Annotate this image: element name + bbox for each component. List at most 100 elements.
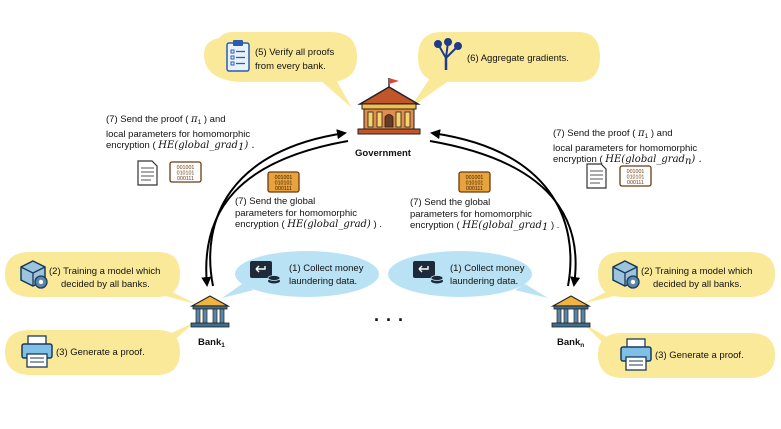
send-proof-right-prefix: (7) Send the proof ( (553, 128, 639, 139)
binary-chip-mid-left: 001001 010101 000111 (267, 171, 300, 193)
svg-text:010101: 010101 (177, 171, 195, 177)
pi-symbol-right: π (638, 128, 645, 139)
model-cube-icon-left (20, 260, 48, 289)
document-icon-right (586, 163, 607, 189)
grad-subscript-right: n (684, 156, 692, 167)
bank1-icon (189, 295, 231, 328)
verify-text: (5) Verify all proofs from every bank. (255, 47, 334, 72)
send-global-right-line2: parameters for homomorphic (410, 208, 532, 220)
bankn-subscript: n (580, 342, 585, 349)
data-terminal-icon-left (250, 261, 281, 284)
bankn-name: Bank (557, 337, 581, 348)
bubble-train-right (582, 252, 775, 304)
send-proof-right-suffix: ) and (648, 128, 673, 139)
aggregate-network-icon (434, 38, 462, 70)
send-proof-left-line3: encryption ( HE(global_grad1) . (106, 140, 255, 154)
data-terminal-icon-right (413, 261, 444, 284)
grad-subscript-left: 1 (237, 142, 245, 153)
send-global-left-enc-suffix: ) . (370, 219, 382, 230)
send-proof-left-enc-suffix: ) . (244, 140, 255, 151)
collect-left-line1: (1) Collect money (289, 263, 364, 274)
send-global-left-line1: (7) Send the global (235, 196, 316, 207)
he-global-grad-right: HE(global_grad (462, 220, 542, 231)
arrow-bankn-to-gov (430, 129, 572, 287)
model-cube-icon-right (612, 260, 640, 289)
send-proof-right-line1: (7) Send the proof ( π1 ) and (553, 128, 702, 143)
send-proof-left-line1: (7) Send the proof ( π1 ) and (106, 114, 255, 129)
svg-text:001001: 001001 (627, 169, 645, 175)
svg-text:010101: 010101 (627, 175, 645, 181)
svg-text:000111: 000111 (466, 186, 483, 192)
train-right-line2: decided by all banks. (653, 278, 742, 290)
printer-icon-right (620, 338, 652, 371)
he-global-grad-left: HE(global_grad) (287, 219, 371, 230)
aggregate-text: (6) Aggregate gradients. (467, 53, 569, 64)
send-global-left-line2: parameters for homomorphic (235, 207, 357, 219)
svg-text:010101: 010101 (466, 181, 484, 187)
government-icon (357, 78, 421, 135)
send-proof-right-line2: local parameters for homomorphic (553, 142, 698, 154)
send-global-right-enc-prefix: encryption ( (410, 220, 463, 231)
pi-subscript-right: 1 (644, 133, 649, 140)
verify-line1: (5) Verify all proofs (255, 47, 335, 58)
send-proof-text-left: (7) Send the proof ( π1 ) and local para… (106, 114, 255, 154)
collect-left-line2: laundering data. (289, 275, 358, 287)
send-global-right-enc-suffix: ) . (548, 220, 560, 231)
collect-text-right: (1) Collect money laundering data. (450, 263, 524, 287)
train-right-line1: (2) Training a model which (641, 266, 753, 277)
svg-text:000111: 000111 (177, 176, 194, 182)
bubble-train-left (5, 252, 196, 304)
send-proof-right-line3: encryption ( HE(global_gradn) . (553, 154, 702, 168)
collect-right-line2: laundering data. (450, 275, 519, 287)
send-global-text-right: (7) Send the global parameters for homom… (410, 197, 559, 234)
he-grad-left: HE(global_grad (158, 140, 238, 151)
proof-text-left: (3) Generate a proof. (56, 347, 145, 358)
train-left-line1: (2) Training a model which (49, 266, 161, 277)
send-global-right-line3: encryption ( HE(global_grad1 ) . (410, 220, 559, 234)
svg-text:001001: 001001 (275, 175, 293, 181)
document-icon-left (137, 160, 158, 186)
proof-text-right: (3) Generate a proof. (655, 350, 744, 361)
global-grad-subscript-right: 1 (541, 222, 549, 233)
send-proof-right-enc-prefix: encryption ( (553, 154, 606, 165)
binary-chip-top-right: 001001 010101 000111 (619, 165, 652, 187)
send-proof-right-enc-suffix: ) . (691, 154, 702, 165)
binary-chip-mid-right: 001001 010101 000111 (458, 171, 491, 193)
bank1-label: Bank1 (198, 337, 225, 349)
he-grad-right: HE(global_grad (605, 154, 685, 165)
bubble-proof-left (5, 322, 195, 375)
svg-text:001001: 001001 (466, 175, 484, 181)
send-proof-text-right: (7) Send the proof ( π1 ) and local para… (553, 128, 702, 168)
binary-chip-top-left: 001001 010101 000111 (169, 161, 202, 183)
ellipsis: . . . (374, 305, 405, 325)
svg-text:010101: 010101 (275, 181, 293, 187)
verify-line2: from every bank. (255, 60, 326, 72)
send-proof-left-enc-prefix: encryption ( (106, 140, 159, 151)
checklist-icon (226, 40, 250, 72)
bubble-aggregate (410, 32, 600, 108)
arrow-gov-to-bankn (429, 140, 581, 287)
send-global-text-left: (7) Send the global parameters for homom… (235, 196, 382, 231)
svg-text:000111: 000111 (627, 180, 644, 186)
train-text-right: (2) Training a model which decided by al… (641, 266, 752, 290)
send-global-left-line3: encryption ( HE(global_grad) ) . (235, 219, 382, 231)
bankn-label: Bankn (557, 337, 584, 349)
collect-right-line1: (1) Collect money (450, 263, 525, 274)
send-proof-left-line2: local parameters for homomorphic (106, 128, 251, 140)
collect-text-left: (1) Collect money laundering data. (289, 263, 363, 287)
printer-icon-left (21, 335, 53, 368)
svg-text:001001: 001001 (177, 165, 195, 171)
bank1-name: Bank (198, 337, 222, 348)
svg-text:000111: 000111 (275, 186, 292, 192)
bank1-subscript: 1 (221, 342, 225, 349)
arrow-gov-to-bank1 (201, 140, 349, 287)
pi-symbol-left: π (191, 114, 198, 125)
train-left-line2: decided by all banks. (61, 278, 150, 290)
send-proof-left-prefix: (7) Send the proof ( (106, 114, 192, 125)
bankn-icon (550, 295, 592, 328)
send-global-right-line1: (7) Send the global (410, 197, 491, 208)
send-global-left-enc-prefix: encryption ( (235, 219, 288, 230)
government-label: Government (355, 148, 411, 159)
send-proof-left-suffix: ) and (201, 114, 226, 125)
